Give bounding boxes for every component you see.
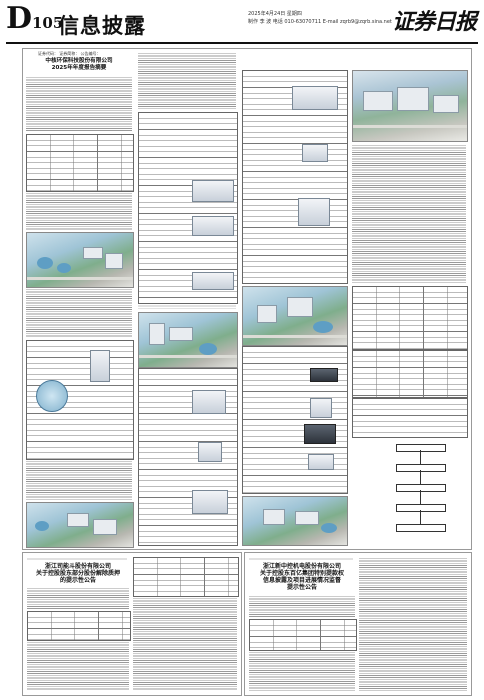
machine-photo (192, 390, 226, 414)
section-number: 105 (32, 14, 64, 32)
text-block (359, 557, 467, 691)
notice-title-line1: 关于控股股东部分股份解除质押 (35, 570, 120, 577)
section-letter: D (6, 1, 33, 36)
column-1: 证券代码： 证券简称： 公告编号： 中核环保科技股份有限公司 2025年年度报告… (24, 50, 134, 548)
column-3 (240, 50, 348, 546)
flow-step-3 (396, 484, 446, 492)
pledge-table-2 (133, 557, 239, 597)
notice-code-line (27, 557, 127, 561)
module-photo-3 (304, 424, 336, 444)
disclosure-table (249, 619, 357, 651)
flow-arrow (420, 470, 421, 484)
flow-step-1 (396, 444, 446, 452)
factory-aerial-photo (352, 70, 468, 142)
flow-chart (390, 440, 450, 544)
data-table-2 (352, 350, 468, 398)
container-photo-4 (292, 86, 338, 110)
text-block (27, 641, 129, 691)
park-rendering-2 (242, 496, 348, 546)
pledge-table (27, 611, 131, 641)
text-block (138, 304, 236, 310)
cabinet-photo-2 (298, 198, 330, 226)
cabinet-photo (302, 144, 328, 162)
section-title: 信息披露 (58, 13, 146, 38)
tank-diagram (36, 380, 68, 412)
text-block (352, 144, 466, 284)
flow-step-2 (396, 464, 446, 472)
plant-aerial-photo (26, 232, 134, 288)
text-block (26, 460, 132, 500)
notice-title-line2: 信息披露及项目进展情况监督 (262, 577, 341, 584)
issue-date: 2025年4月24日 星期四 (248, 11, 302, 17)
module-photo-4 (308, 454, 334, 470)
report-codes: 证券代码： 证券简称： 公告编号： (38, 51, 101, 56)
data-table (352, 286, 468, 350)
notice-title-line2: 的提示性公告 (59, 577, 96, 584)
column-2 (136, 50, 238, 546)
container-photo-2 (192, 216, 234, 236)
column-4 (350, 50, 468, 546)
masthead-rule (6, 42, 478, 44)
financial-table (26, 134, 134, 192)
report-title: 2025年年度报告摘要 (51, 65, 107, 71)
flow-step-4 (396, 504, 446, 512)
text-block (249, 651, 355, 691)
product-table (138, 112, 238, 304)
text-block (26, 76, 132, 132)
flow-arrow (420, 450, 421, 464)
bottom-right-notice: 浙江新中控机电股份有限公司 关于控股东百亿集团特别提款权 信息披露及项目进展情况… (244, 552, 472, 696)
container-photo (192, 180, 234, 202)
newspaper-logo: 证券日报 (392, 9, 477, 35)
machine-photo-3 (192, 490, 228, 514)
bottom-left-notice: 浙江司能斗股份有限公司 关于控股股东部分股份解除质押 的提示性公告 (22, 552, 242, 696)
text-block (26, 192, 132, 230)
park-rendering (242, 286, 348, 346)
notice-title-line3: 提示性公告 (286, 584, 317, 591)
data-table-3 (352, 398, 468, 438)
module-photo-2 (310, 398, 332, 418)
industrial-park-photo (138, 312, 238, 368)
notice-title-line1: 关于控股东百亿集团特别提款权 (259, 570, 344, 577)
notice-company: 浙江司能斗股份有限公司 (44, 563, 111, 570)
flow-step-5 (396, 524, 446, 532)
text-block (26, 288, 132, 338)
text-block (133, 597, 237, 691)
equipment-photo (90, 350, 110, 382)
report-company: 中核环保科技股份有限公司 (45, 58, 113, 64)
editor-contact: 制作 李 波 电话 010-63070711 E-mail zqrb9@zqrb… (248, 19, 392, 25)
text-block (27, 587, 129, 609)
module-photo (310, 368, 338, 382)
notice-company: 浙江新中控机电股份有限公司 (262, 563, 341, 570)
notice-code-line (249, 557, 353, 561)
masthead: D 105 信息披露 2025年4月24日 星期四 制作 李 波 电话 010-… (0, 0, 484, 46)
machine-photo-2 (198, 442, 222, 462)
text-block (138, 52, 236, 110)
container-photo-3 (192, 272, 234, 290)
flow-arrow (420, 490, 421, 504)
text-block (249, 595, 355, 617)
plant-aerial-photo-2 (26, 502, 134, 548)
flow-arrow (420, 510, 421, 524)
